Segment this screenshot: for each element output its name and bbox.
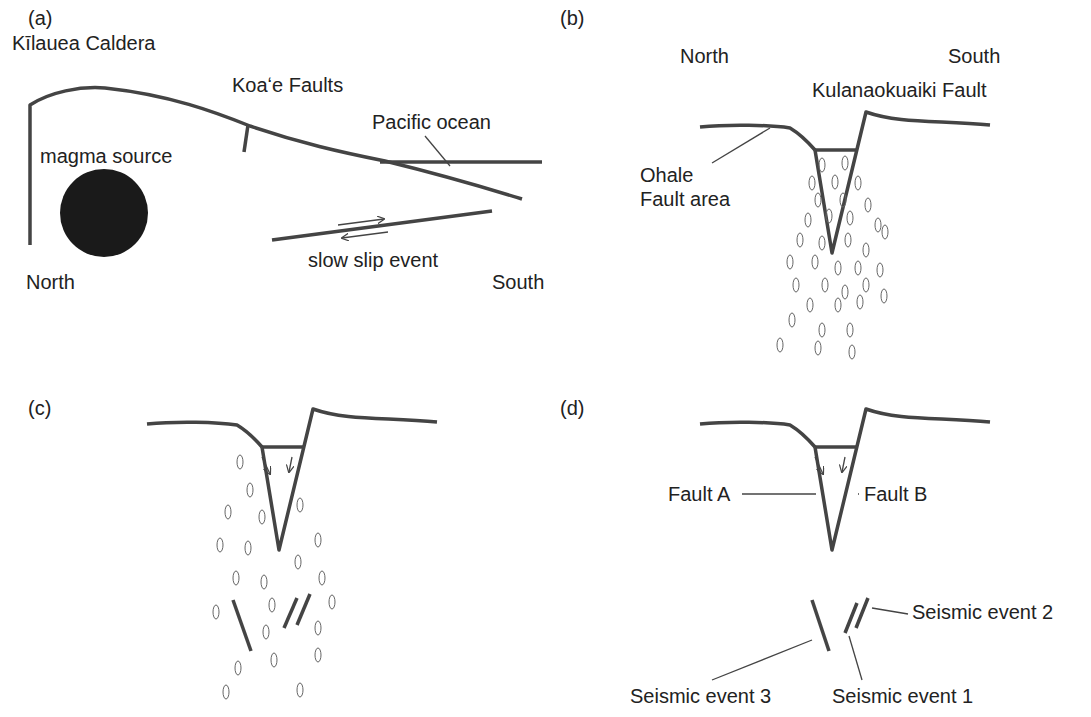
feature-label: Pacific ocean <box>372 110 491 134</box>
event-label: Seismic event 1 <box>832 684 973 708</box>
fault-name: Koaʻe Faults <box>232 73 343 97</box>
panel-letter: (a) <box>28 6 52 30</box>
feature-label: slow slip event <box>308 248 438 272</box>
direction-label: South <box>948 44 1000 68</box>
fault-name: Fault A <box>668 482 730 506</box>
direction-label: North <box>26 270 75 294</box>
panel-letter: (d) <box>560 396 584 420</box>
place-name: Kīlauea Caldera <box>12 31 155 55</box>
event-label: Seismic event 3 <box>630 684 771 708</box>
feature-label: magma source <box>40 144 172 168</box>
panel-letter: (b) <box>560 6 584 30</box>
direction-label: North <box>680 44 729 68</box>
fault-name: Ohale Fault area <box>640 163 740 211</box>
fault-name: Kulanaokuaiki Fault <box>812 78 987 102</box>
fault-name: Fault B <box>864 482 927 506</box>
direction-label: South <box>492 270 544 294</box>
panel-letter: (c) <box>28 396 51 420</box>
event-label: Seismic event 2 <box>912 600 1053 624</box>
